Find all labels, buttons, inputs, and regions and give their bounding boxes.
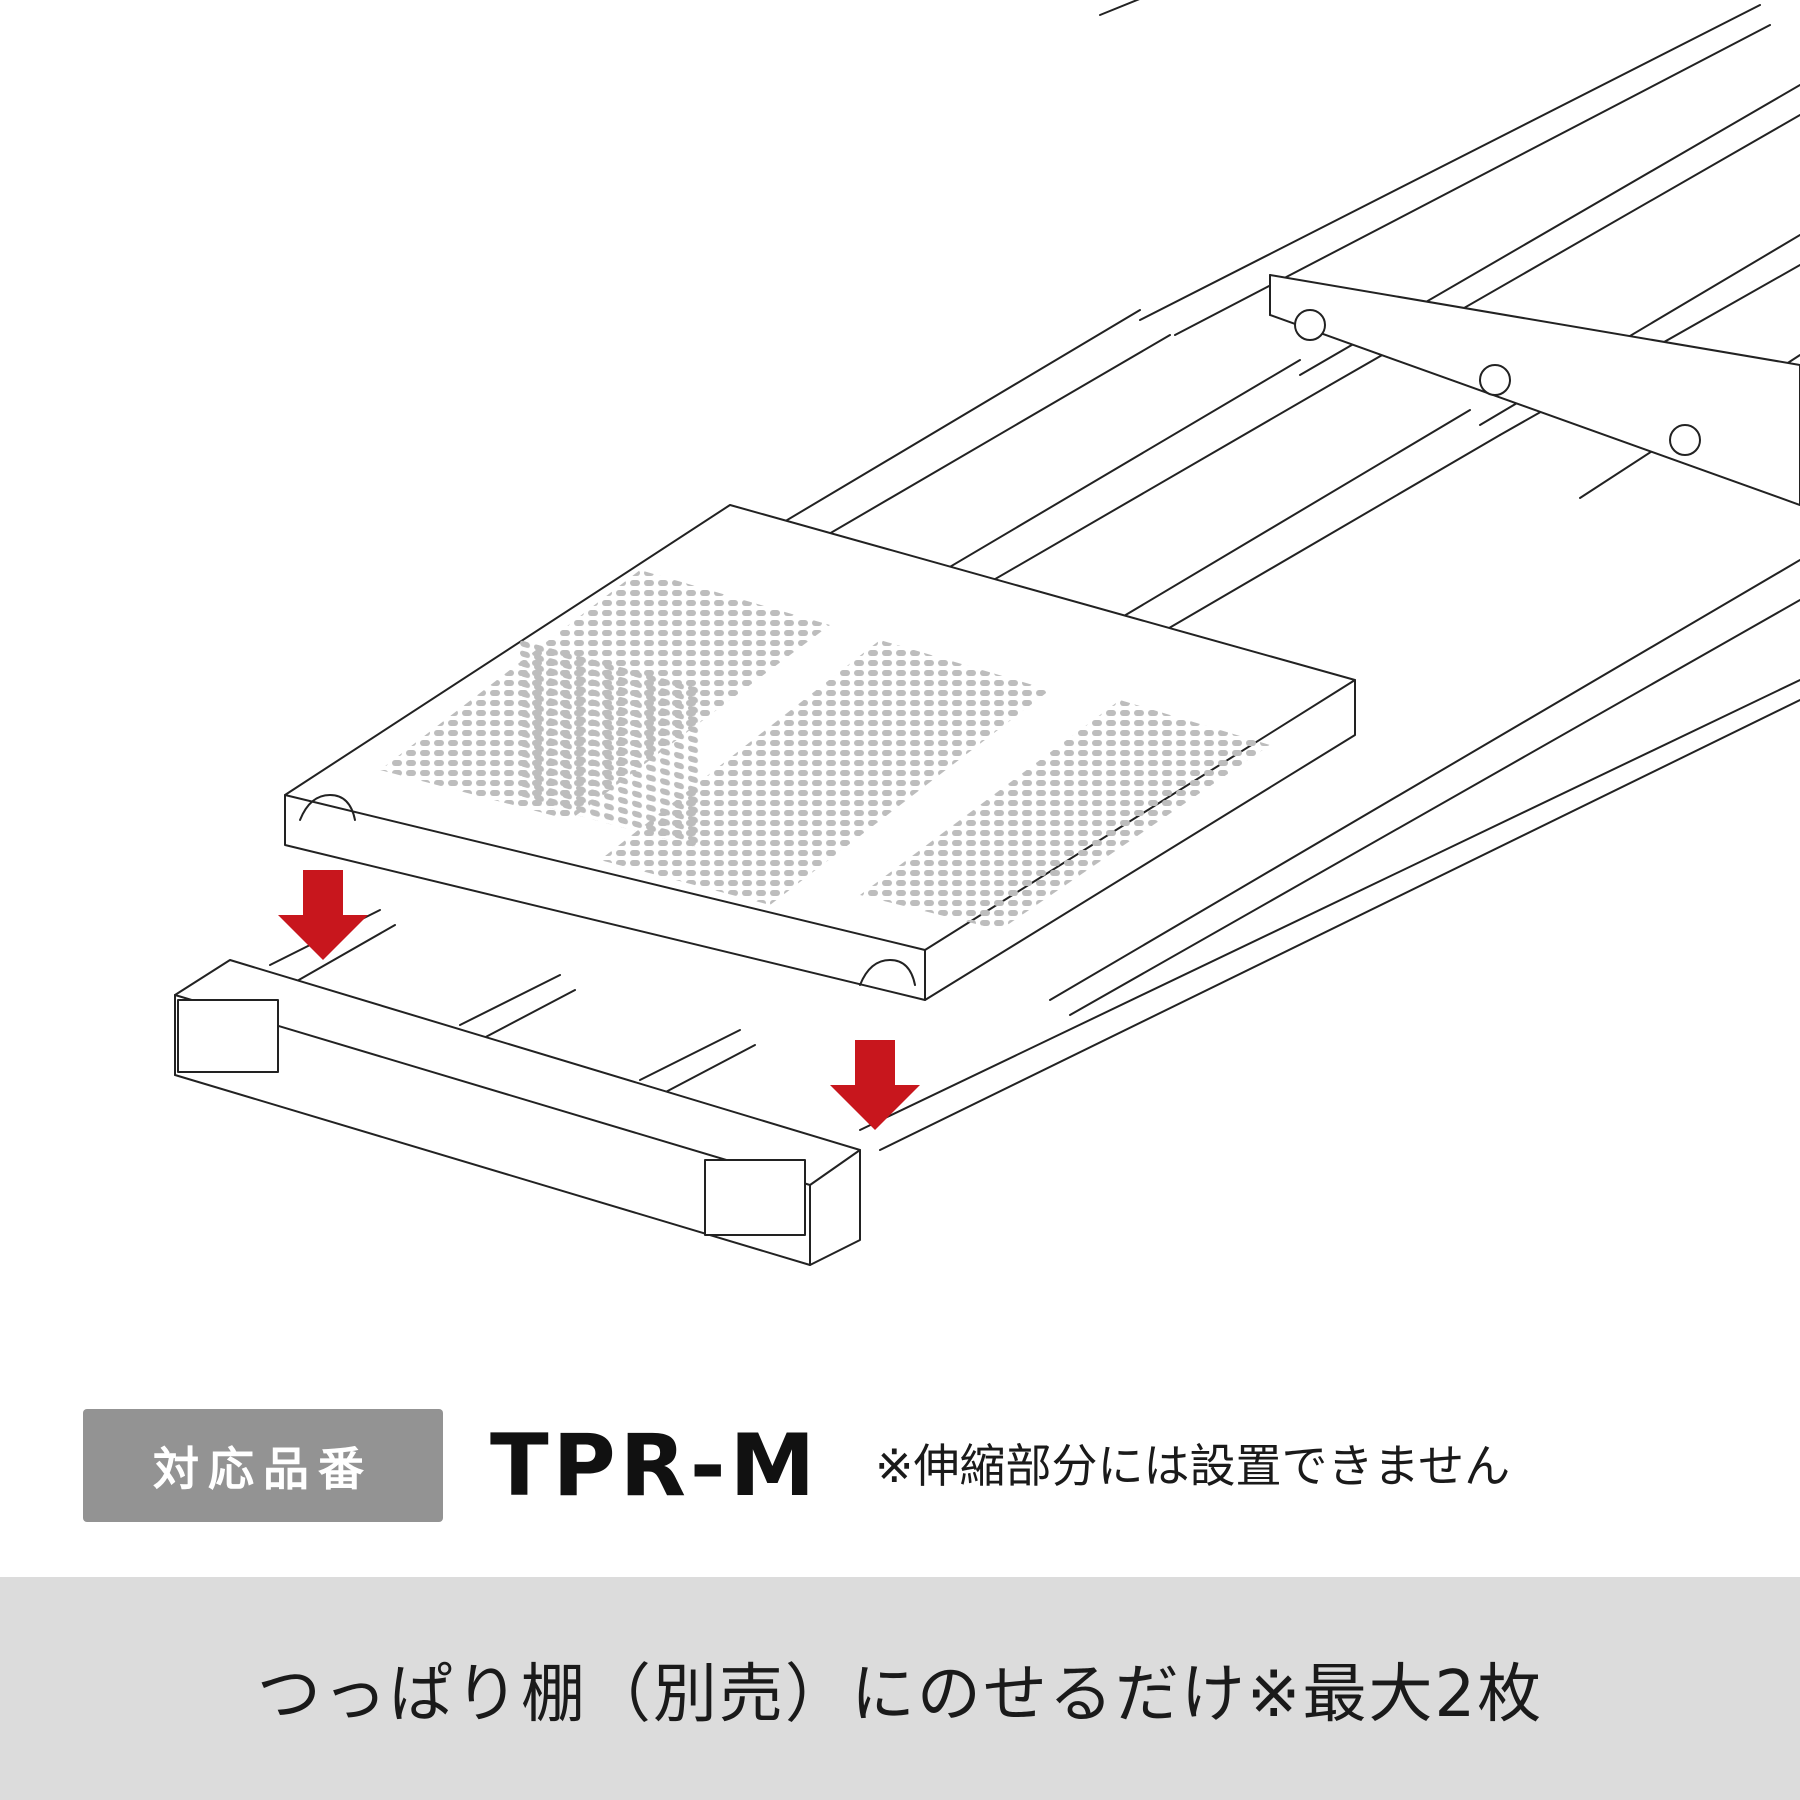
perforation-band-center (600, 640, 1050, 905)
back-end-cap (1269, 274, 1800, 506)
badge-label: 対応品番 (153, 1441, 373, 1496)
perforation-band-left (380, 570, 830, 820)
shelf-installation-illustration (174, 0, 1800, 1266)
down-arrow-icon (830, 1040, 920, 1130)
footer-caption: つっぱり棚（別売）にのせるだけ※最大2枚 (256, 1657, 1544, 1732)
compatible-model-badge: 対応品番 (83, 1409, 443, 1522)
model-code: TPR-M (490, 1416, 820, 1516)
footer-banner: つっぱり棚（別売）にのせるだけ※最大2枚 (0, 1577, 1800, 1800)
down-arrow-icon (278, 870, 368, 960)
perforation-band-right (860, 700, 1270, 930)
installation-note: ※伸縮部分には設置できません (875, 1439, 1511, 1493)
front-end-cap (174, 959, 861, 1266)
